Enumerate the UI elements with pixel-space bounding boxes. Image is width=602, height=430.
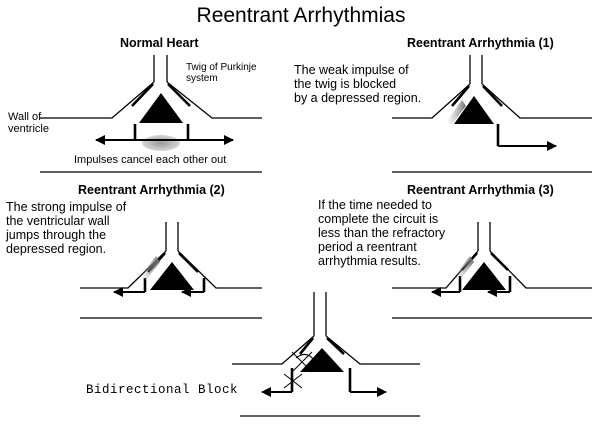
reentrant-1-diagram xyxy=(392,55,592,173)
panel-heading-reentrant-3: Reentrant Arrhythmia (3) xyxy=(407,183,554,197)
reentrant-3-diagram xyxy=(392,222,592,319)
reentrant-2-diagram xyxy=(80,222,262,319)
page-title: Reentrant Arrhythmias xyxy=(196,4,406,27)
panel-heading-reentrant-2: Reentrant Arrhythmia (2) xyxy=(78,183,225,197)
bidirectional-block-label: Bidirectional Block xyxy=(86,383,239,397)
reentrant-2-description: The strong impulse of the ventricular wa… xyxy=(6,200,127,256)
normal-heart-diagram xyxy=(40,55,262,173)
bidirectional-block-diagram xyxy=(232,292,420,417)
panel-heading-normal-heart: Normal Heart xyxy=(120,36,199,50)
impulses-cancel-caption: Impulses cancel each other out xyxy=(74,154,227,166)
reentrant-3-description: If the time needed to complete the circu… xyxy=(318,198,446,268)
panel-heading-reentrant-1: Reentrant Arrhythmia (1) xyxy=(407,36,554,50)
wall-of-ventricle-label: Wall of ventricle xyxy=(8,111,49,136)
twig-of-purkinje-label: Twig of Purkinje system xyxy=(186,62,257,85)
reentrant-1-description: The weak impulse of the twig is blocked … xyxy=(294,63,422,105)
